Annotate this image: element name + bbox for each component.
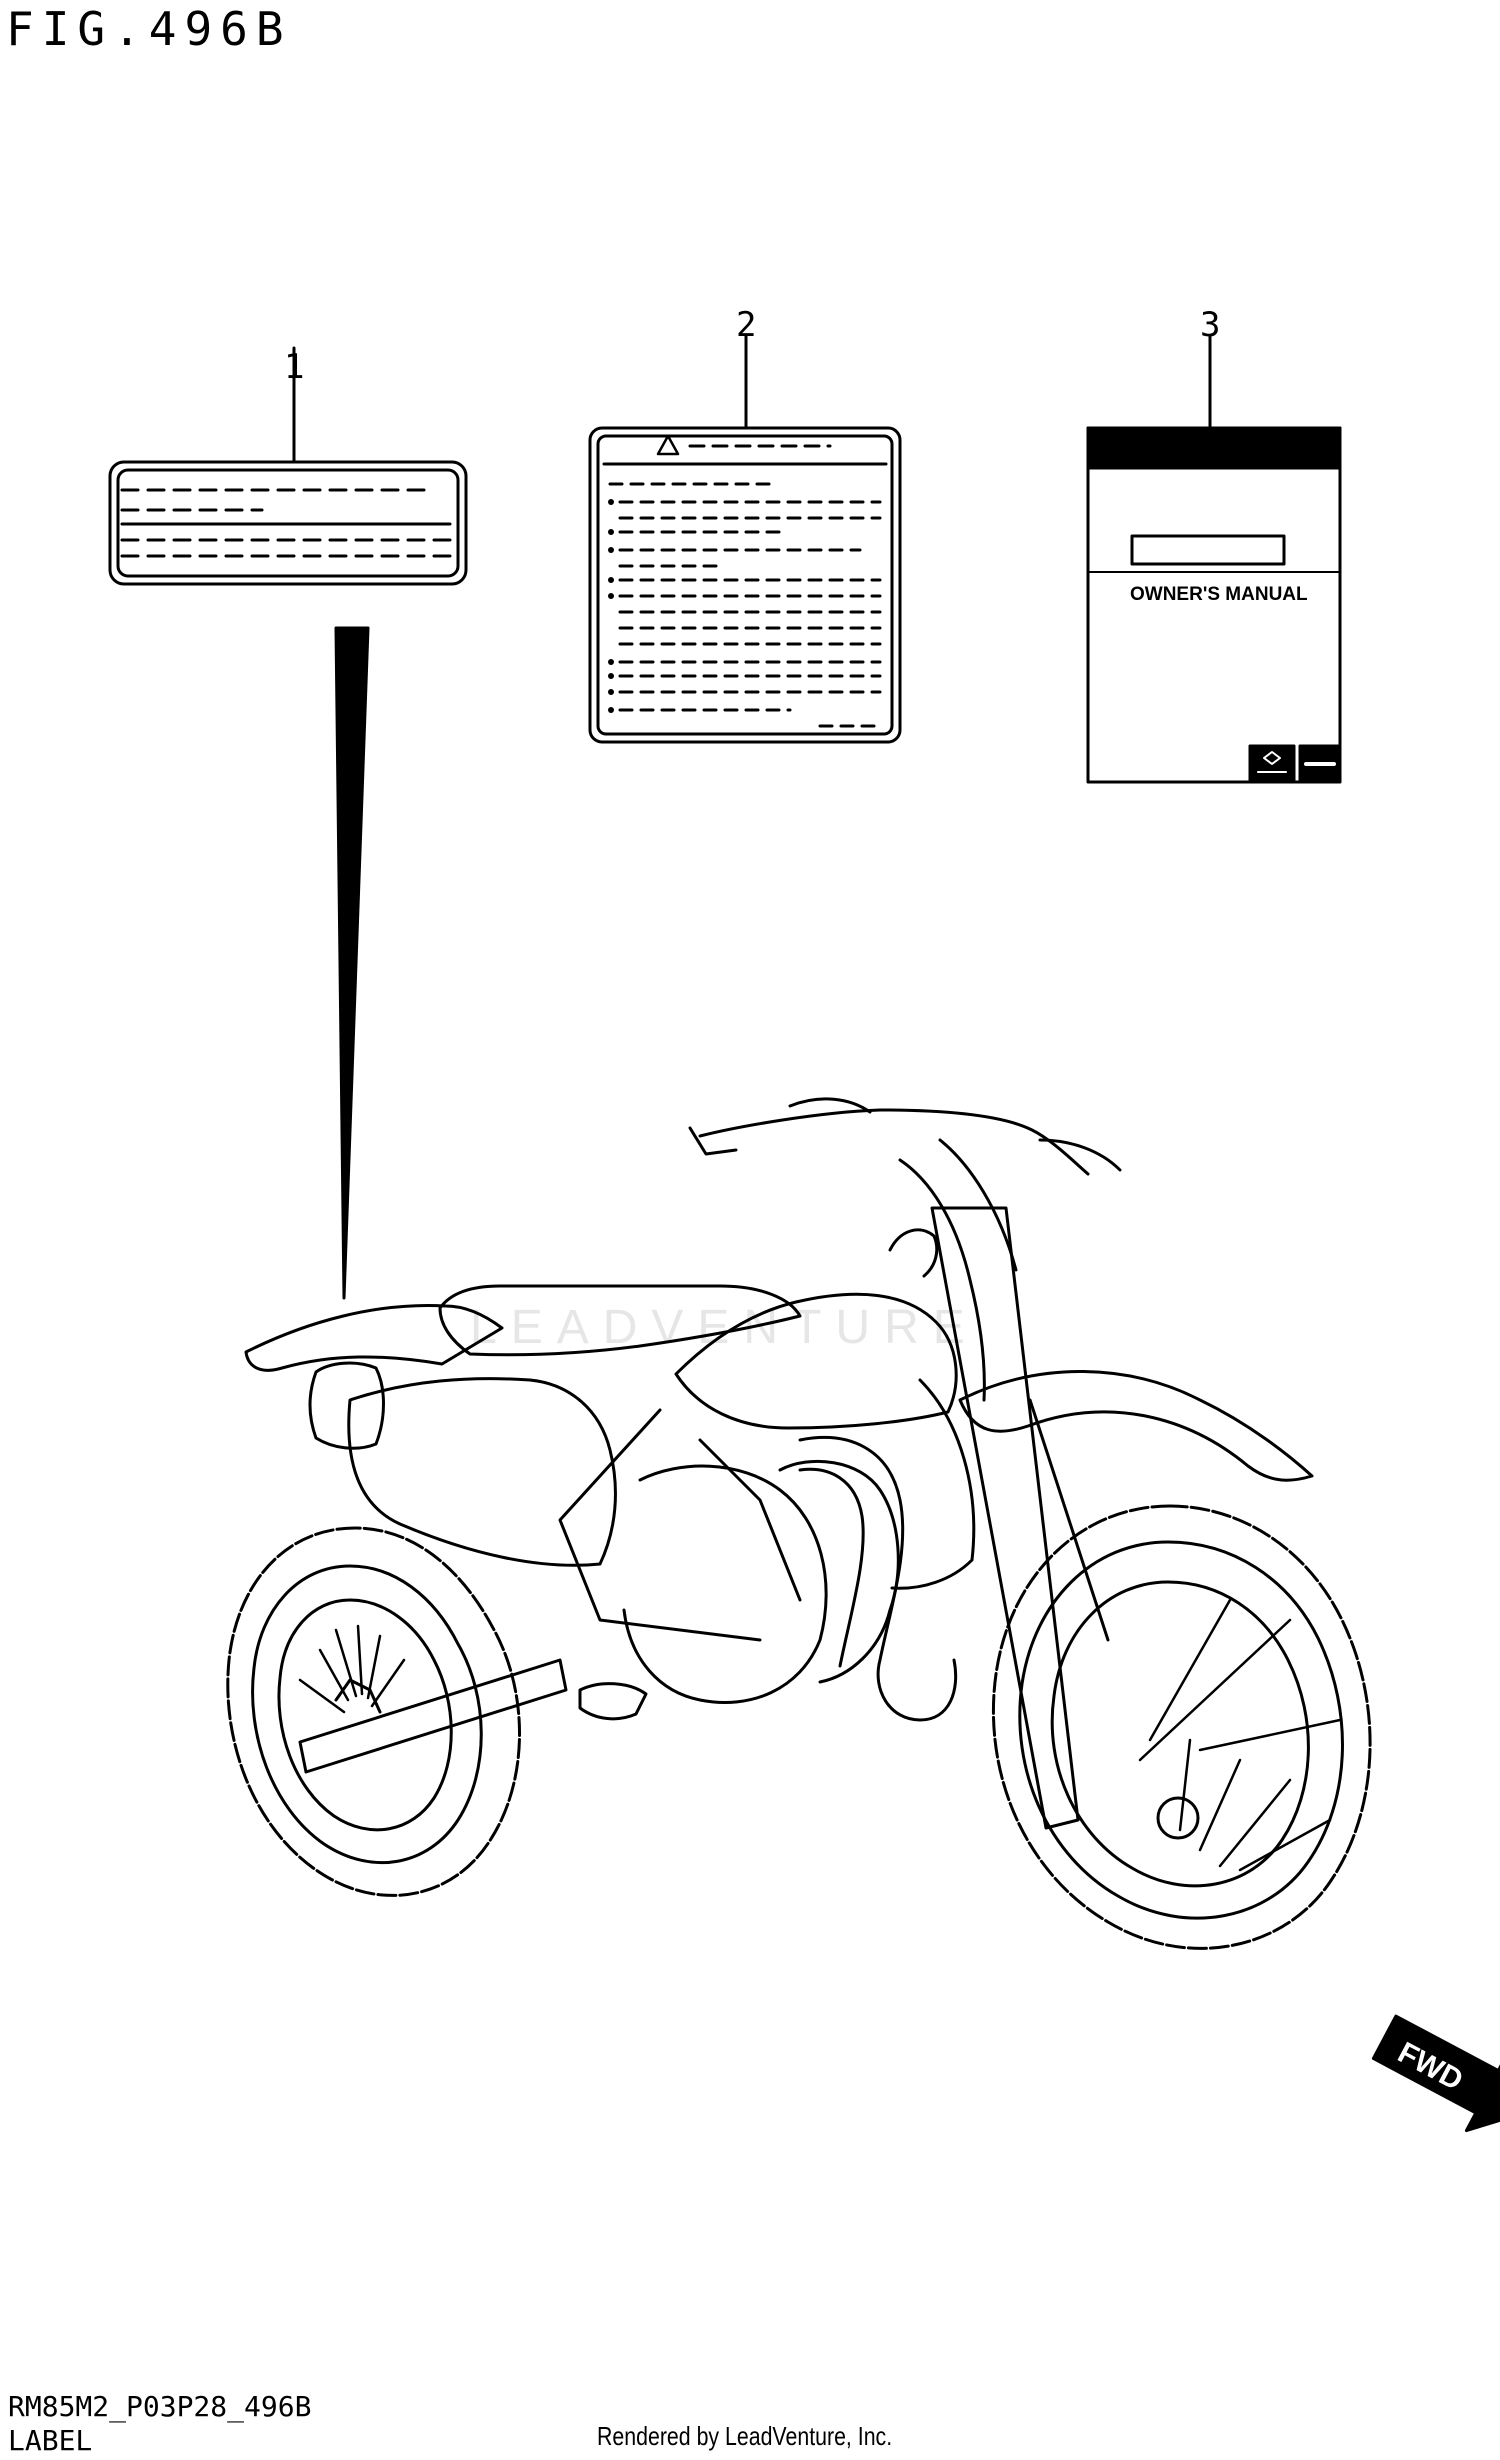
callout-3: 3 (1200, 305, 1220, 345)
watermark: LEADVENTURE (470, 1301, 979, 1354)
warning-label-2[interactable] (588, 334, 902, 744)
callout-1: 1 (284, 347, 304, 387)
owners-manual-3[interactable] (1086, 334, 1342, 784)
diagram-code: RM85M2_P03P28_496B (8, 2390, 312, 2423)
rendered-by-credit: Rendered by LeadVenture, Inc. (597, 2421, 893, 2451)
figure-title: FIG.496B (6, 2, 292, 56)
motorcycle-illustration (226, 1097, 1372, 1950)
section-label: LABEL (8, 2424, 93, 2457)
callout-2: 2 (736, 305, 756, 345)
label-sticker-1[interactable] (108, 346, 468, 586)
manual-title: OWNER'S MANUAL (1130, 584, 1308, 605)
pointer-wedge (334, 626, 370, 1300)
